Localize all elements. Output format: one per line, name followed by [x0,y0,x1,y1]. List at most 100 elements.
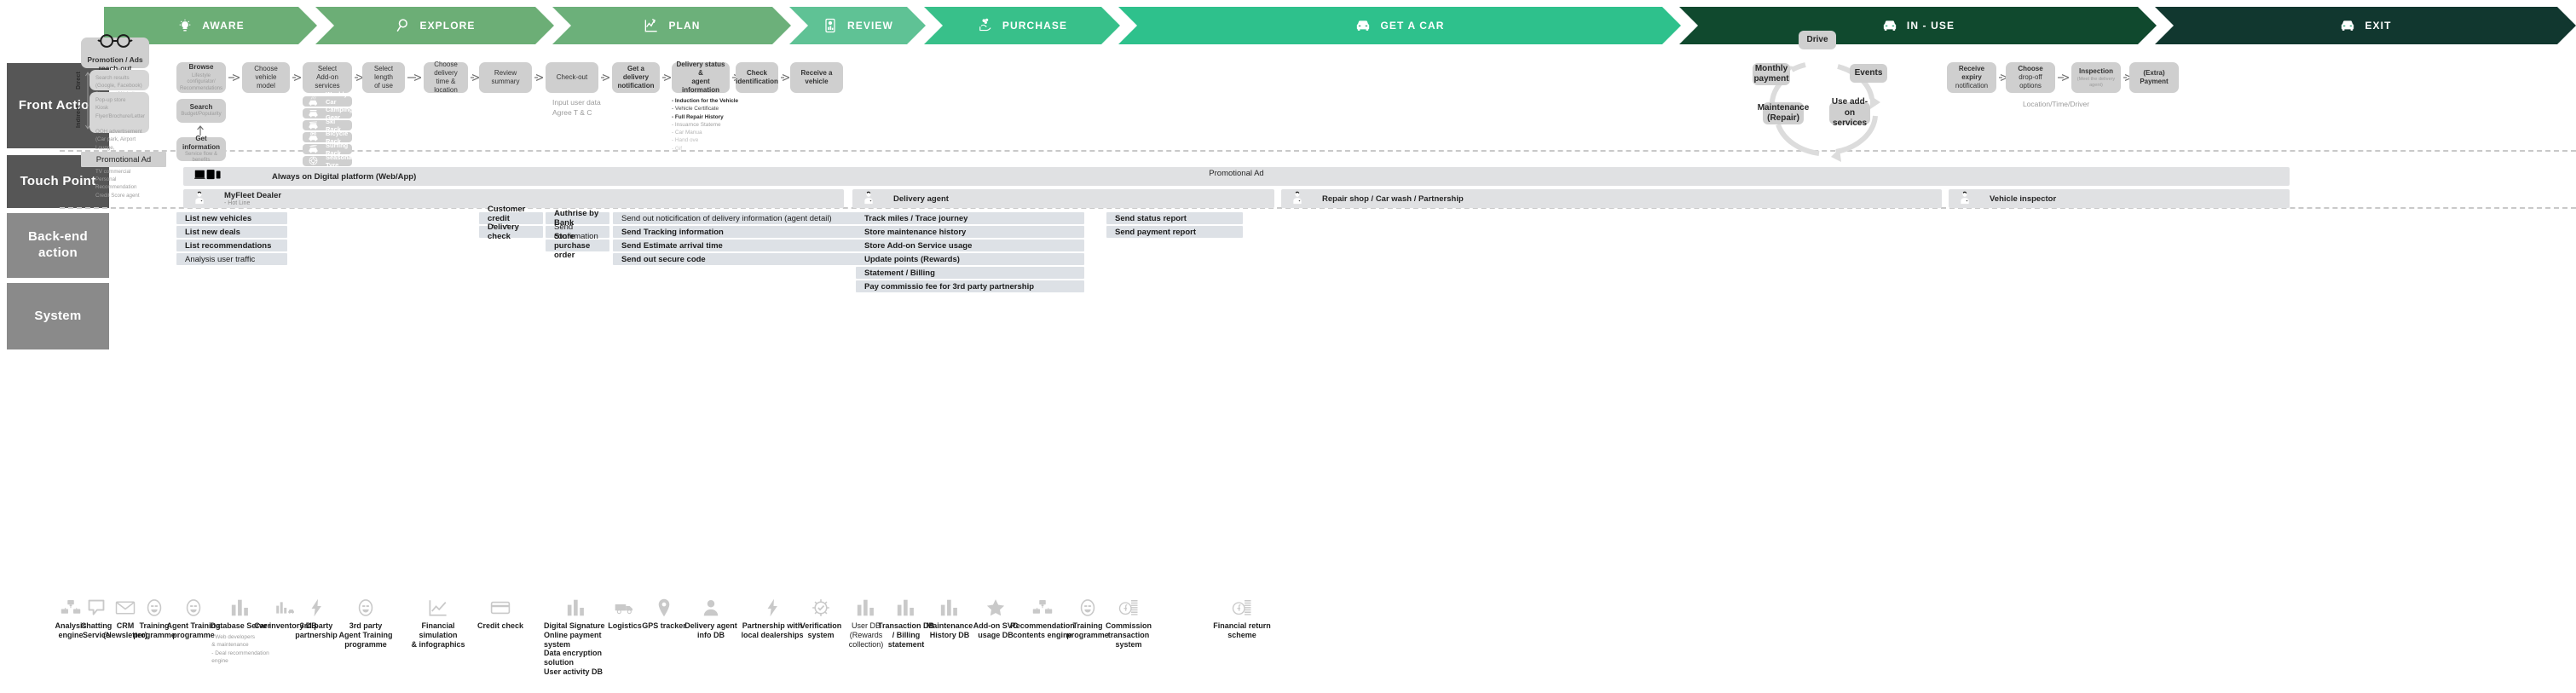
delivery-bullet: - Car Manua [672,130,702,136]
backend-item[interactable]: Update points (Rewards) [856,253,1084,265]
system-item-label: Verification system [800,621,842,639]
exit-step-inspection[interactable]: Inspection(Meet the delivery agent) [2071,62,2121,93]
system-item-agent-training-programme[interactable]: Agent Training programme [161,592,226,640]
system-item-user-db-rewards[interactable]: User DB (Rewards collection) [834,592,898,649]
backend-item[interactable]: Statement / Billing [856,267,1084,279]
system-item-chatting-service[interactable]: Chatting Service [64,592,129,640]
phase-purchase[interactable]: PURCHASE [924,7,1120,44]
system-item-label: Partnership with local dealerships [741,621,804,639]
system-item-third-party-partnership[interactable]: 3rd party partnership [284,592,349,640]
tyre-icon [308,155,321,168]
system-item-partnership-local-dealerships[interactable]: Partnership with local dealerships [740,592,805,640]
system-item-transaction-db-billing[interactable]: Transaction DB / Billing statement [874,592,939,649]
system-item-financial-simulation[interactable]: Financial simulation & infographics [406,592,471,649]
system-item-car-inventory-db[interactable]: Car inventory DB [253,592,318,631]
backend-item[interactable]: Track miles / Trace journey [856,212,1084,224]
cycle-ring [0,0,7,5]
backend-item[interactable]: Delivery check [479,222,543,241]
system-item-crm-newsletter[interactable]: CRM (Newsletter) [93,592,158,640]
step-delivery-status-agent-information[interactable]: Delivery status &agent information [672,61,730,94]
get-information-title: Get information [182,134,220,151]
step-check-out[interactable]: Check-out [546,62,598,93]
phase-inuse[interactable]: IN - USE [1679,7,2157,44]
phase-review[interactable]: REVIEW [789,7,926,44]
search-title: Search [189,103,213,112]
addon-tyre-icon[interactable]: Seasonal Tyre [303,153,354,169]
backend-item[interactable]: Pay commissio fee for 3rd party partners… [856,280,1084,292]
system-item-maintenance-history-db[interactable]: Maintenance History DB [917,592,982,640]
step-receive-a-vehicle[interactable]: Receive a vehicle [790,62,843,93]
cycle-events[interactable]: Events [1850,64,1887,83]
system-item-commission-transaction-system[interactable]: Commission transaction system [1096,592,1161,649]
digital-platform-bar[interactable]: Always on Digital platform (Web/App) [183,167,2290,186]
cycle-monthly-payment[interactable]: Monthly payment [1753,63,1790,85]
backend-item[interactable]: Store purchase order [546,232,609,260]
backend-item[interactable]: List new deals [176,226,287,238]
system-item-add-on-svc-usage-db[interactable]: Add-on SVC usage DB [963,592,1028,640]
bolt-icon [306,592,326,617]
backend-item[interactable]: Store Add-on Service usage [856,240,1084,251]
backend-item[interactable]: Authrise by Bank [546,209,609,228]
touchpoint-delivery-agent[interactable]: Delivery agent [852,189,1274,208]
addon-label: Bicycle Rack [326,130,349,145]
addon-surf-rack-icon[interactable]: Surfing Rack [303,141,352,157]
phase-label: IN - USE [1906,20,1955,32]
backend-item[interactable]: Send status report [1106,212,1243,224]
cycle-drive[interactable]: Drive [1799,31,1836,49]
step-title-2: of use [374,82,393,90]
phase-explore[interactable]: EXPLORE [315,7,554,44]
exit-step-extra-payment[interactable]: (Extra) Payment [2129,62,2179,93]
system-item-training-programme-1[interactable]: Training programme [122,592,187,640]
system-item-delivery-agent-info-db[interactable]: Delivery agent info DB [679,592,743,640]
promotion-box[interactable]: Promotion / Ads reach-out [81,34,149,72]
system-item-financial-return-scheme[interactable]: Financial return scheme [1210,592,1274,640]
system-item-recommendation-contents-engine[interactable]: Recommendation contents engine [1010,592,1075,640]
backend-item[interactable]: List new vehicles [176,212,287,224]
system-item-digital-signature[interactable]: Digital Signature Online payment system … [544,592,609,677]
system-item-gps-tracker[interactable]: GPS tracker [632,592,696,631]
system-item-logistics[interactable]: Logistics [592,592,657,631]
cycle-use-add-on-services[interactable]: Use add-on services [1829,97,1870,128]
step-title: Check [746,69,767,77]
system-item-training-programme-2[interactable]: Training programme [1055,592,1120,640]
system-item-verification-system[interactable]: Verification system [788,592,853,640]
touchpoint-vehicle-inspector[interactable]: Vehicle inspector [1949,189,2290,208]
system-item-third-party-agent-training[interactable]: 3rd party Agent Training programme [333,592,398,649]
backend-item[interactable]: Send confirmation [546,222,609,241]
addon-camping-car-icon[interactable]: Camping Gear [303,106,353,121]
bicycle-rack-icon [308,131,321,144]
addon-ski-rack-icon[interactable]: Ski Rack [303,118,352,133]
system-item-analysis-engine[interactable]: Analysis engine [38,592,103,640]
chart-line-icon [428,592,448,617]
delivery-bullet: - Gif [672,145,683,152]
system-item-database-server[interactable]: Database Server- Web developers & mainte… [208,592,273,665]
phase-getacar[interactable]: GET A CAR [1118,7,1681,44]
phase-exit[interactable]: EXIT [2155,7,2576,44]
backend-item[interactable]: Store maintenance history [856,226,1084,238]
phase-plan[interactable]: PLAN [552,7,791,44]
system-item-credit-check[interactable]: Credit check [468,592,533,631]
system-item-label: Training programme [1066,621,1109,639]
touchpoint-repair-shop[interactable]: Repair shop / Car wash / Partnership [1281,189,1942,208]
backend-item[interactable]: Analysis user traffic [176,253,287,265]
step-review-summary[interactable]: Review summary [479,62,532,93]
backend-item[interactable]: Send payment report [1106,226,1243,238]
backend-item[interactable]: List recommendations [176,240,287,251]
cycle-maintenance-repair[interactable]: Maintenance (Repair) [1757,102,1810,124]
car-wash-icon [308,95,321,108]
addon-bicycle-rack-icon[interactable]: Bicycle Rack [303,130,352,145]
touchpoint-myfleet-dealer[interactable]: MyFleet Dealer- Hot Line [183,189,844,208]
system-item-label: GPS tracker [642,621,686,630]
system-item-label: User DB (Rewards collection) [848,621,884,649]
